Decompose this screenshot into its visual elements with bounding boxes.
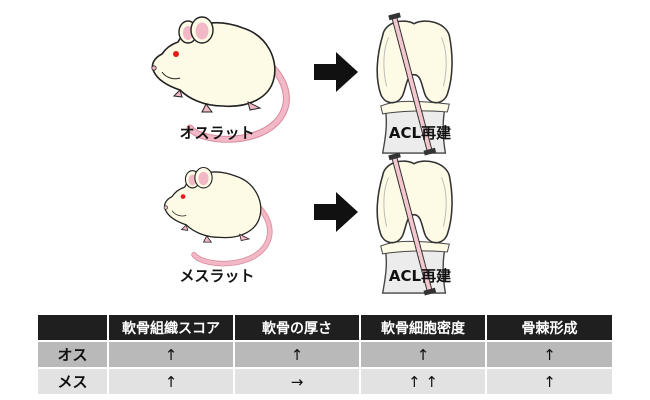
- table-cell: ↑: [359, 340, 486, 368]
- acl-reconstruction-label: ACL再建: [388, 124, 452, 142]
- table-header-cell: 軟骨組織スコア: [107, 315, 234, 341]
- right-arrow-icon: [314, 52, 358, 92]
- table-header-cell: 骨棘形成: [485, 315, 612, 341]
- table-cell: ↑: [485, 367, 612, 394]
- table-cell: →: [233, 367, 360, 394]
- row-label: メス: [38, 367, 108, 394]
- female-rat-illustration: [150, 162, 290, 272]
- table-cell: ↑ ↑: [359, 367, 486, 394]
- right-arrow-icon: [314, 192, 358, 232]
- table-row: オス ↑ ↑ ↑ ↑: [38, 340, 612, 368]
- table-header-cell: [38, 315, 108, 341]
- acl-reconstruction-label: ACL再建: [388, 267, 452, 285]
- table-row: メス ↑ → ↑ ↑ ↑: [38, 367, 612, 394]
- table-cell: ↑: [107, 367, 234, 394]
- table-cell: ↑: [233, 340, 360, 368]
- table-header-row: 軟骨組織スコア 軟骨の厚さ 軟骨細胞密度 骨棘形成: [38, 315, 612, 341]
- table-header-cell: 軟骨の厚さ: [233, 315, 360, 341]
- table-header-cell: 軟骨細胞密度: [359, 315, 486, 341]
- results-table: 軟骨組織スコア 軟骨の厚さ 軟骨細胞密度 骨棘形成 オス ↑ ↑ ↑ ↑ メス …: [38, 315, 612, 394]
- male-rat-label: オスラット: [179, 124, 255, 142]
- row-label: オス: [38, 340, 108, 368]
- table-cell: ↑: [107, 340, 234, 368]
- table-cell: ↑: [485, 340, 612, 368]
- female-rat-label: メスラット: [179, 267, 255, 285]
